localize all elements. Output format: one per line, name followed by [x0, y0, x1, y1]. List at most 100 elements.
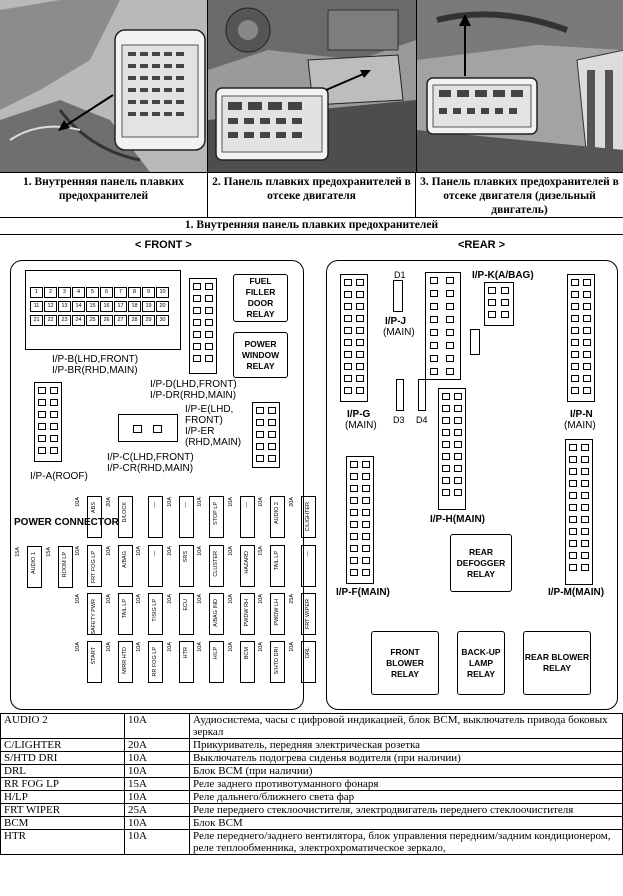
fuse-name: H/LP [213, 647, 219, 660]
fuse-slot: 10A A/BAG IND [197, 593, 224, 635]
ip-cr-label: I/P-CR(RHD,MAIN) [107, 463, 194, 474]
fuse-amp: 20A [288, 497, 295, 507]
legend-desc: Выключатель подогрева сиденья водителя (… [189, 751, 623, 765]
fuse-name: RR FOG LP [152, 647, 158, 677]
ip-er-label-2: (RHD,MAIN) [185, 437, 242, 448]
ip-e-connector [252, 402, 280, 468]
fuse-name: D/LOCK [121, 502, 128, 523]
fuse-name: S/HTD DRI [274, 647, 280, 675]
ip-dr-label: I/P-DR(RHD,MAIN) [150, 390, 237, 401]
legend-name: HTR [0, 829, 125, 855]
fuse-name: ABS [91, 502, 97, 514]
d3-label: D3 [393, 415, 405, 425]
fuse-name: PWDW RH [243, 599, 250, 627]
caption-interior: 1. Внутренняя панель плавких предохранит… [0, 172, 208, 217]
fuse-slot: — [148, 496, 163, 538]
fuse-amp: 10A [136, 546, 142, 556]
fuse-amp: 10A [197, 497, 203, 507]
fuse-name: A/BAG IND [213, 599, 219, 627]
fuse-slot: 10A— [167, 496, 194, 538]
d4-diode [418, 379, 426, 411]
fuse-amp: 10A [166, 546, 173, 556]
ip-d-label: I/P-D(LHD,FRONT) [150, 379, 237, 390]
legend-name: BCM [0, 816, 125, 830]
legend-desc: Реле дальнего/ближнего света фар [189, 790, 623, 804]
fuse-name: HAZARD [243, 551, 250, 574]
ip-n-label-2: (MAIN) [564, 420, 596, 431]
fuse-slot: 10A— [228, 496, 255, 538]
fuse-amp: 10A [197, 594, 203, 604]
fuse-name: — [243, 502, 250, 508]
ip-g-label-2: (MAIN) [345, 420, 377, 431]
legend-desc: Реле переднего/заднего вентилятора, блок… [189, 829, 623, 855]
fuse-name: AUDIO 1 [31, 552, 37, 575]
legend-name: FRT WIPER [0, 803, 125, 817]
photo-diesel-fuse-panel [416, 0, 623, 172]
fuse-amp: 10A [75, 642, 81, 652]
fuse-amp: 10A [166, 497, 173, 507]
fuse-name: CLUSTER [213, 551, 219, 577]
fuse-amp: 25A [288, 594, 295, 604]
rear-blower-relay: REAR BLOWER RELAY [523, 631, 591, 695]
rear-panel [326, 260, 618, 710]
legend-amp: 10A [124, 764, 190, 778]
fuse-name: — [304, 551, 311, 557]
fuse-amp: 10A [197, 546, 203, 556]
fuse-amp: 10A [166, 642, 173, 652]
legend-name: S/HTD DRI [0, 751, 125, 765]
fuse-slot: 10A CLUSTER [197, 545, 224, 587]
photo-engine-fuse-panel [208, 0, 417, 172]
legend-amp: 10A [124, 816, 190, 830]
section-title: 1. Внутренняя панель плавких предохранит… [0, 217, 623, 235]
rear-defogger-relay: REAR DEFOGGER RELAY [450, 534, 512, 592]
fuse-amp: 10A [75, 594, 81, 604]
ip-b-label: I/P-B(LHD,FRONT) [52, 354, 139, 365]
ip-m-connector [565, 439, 593, 585]
fuse-amp: 10A [105, 546, 112, 556]
power-window-relay: POWER WINDOW RELAY [233, 332, 288, 378]
interior-photo-drawing [0, 0, 208, 172]
fuse-amp: 10A [197, 642, 203, 652]
legend-desc: Блок ВСМ [189, 816, 623, 830]
fuse-amp: 10A [258, 594, 264, 604]
fuse-name: TAIL LP [121, 599, 128, 619]
legend-desc: Аудиосистема, часы с цифровой индикацией… [189, 713, 623, 739]
caption-diesel: 3. Панель плавких предохранителей в отсе… [420, 176, 619, 216]
fuse-name: BCM [243, 647, 250, 660]
caption-engine: 2. Панель плавких предохранителей в отсе… [208, 172, 416, 217]
fuse-name: PWDW LH [274, 599, 280, 626]
fuse-amp: 15A [15, 547, 21, 557]
fuse-slot: 10A SRS [167, 545, 194, 587]
fuse-name: SRS [182, 551, 189, 563]
ip-h-label: I/P-H(MAIN) [430, 514, 485, 525]
fuse-name: — [152, 551, 158, 557]
ip-d-connector [189, 278, 217, 374]
ip-m-label: I/P-M(MAIN) [548, 587, 605, 598]
legend-name: DRL [0, 764, 125, 778]
fuse-name: — [152, 502, 158, 508]
ip-j-connector [425, 272, 461, 380]
fuse-name: HTR [182, 647, 189, 659]
fuse-slot: — [300, 545, 316, 587]
fuse-name: AUDIO 2 [274, 502, 280, 525]
legend-name: H/LP [0, 790, 125, 804]
